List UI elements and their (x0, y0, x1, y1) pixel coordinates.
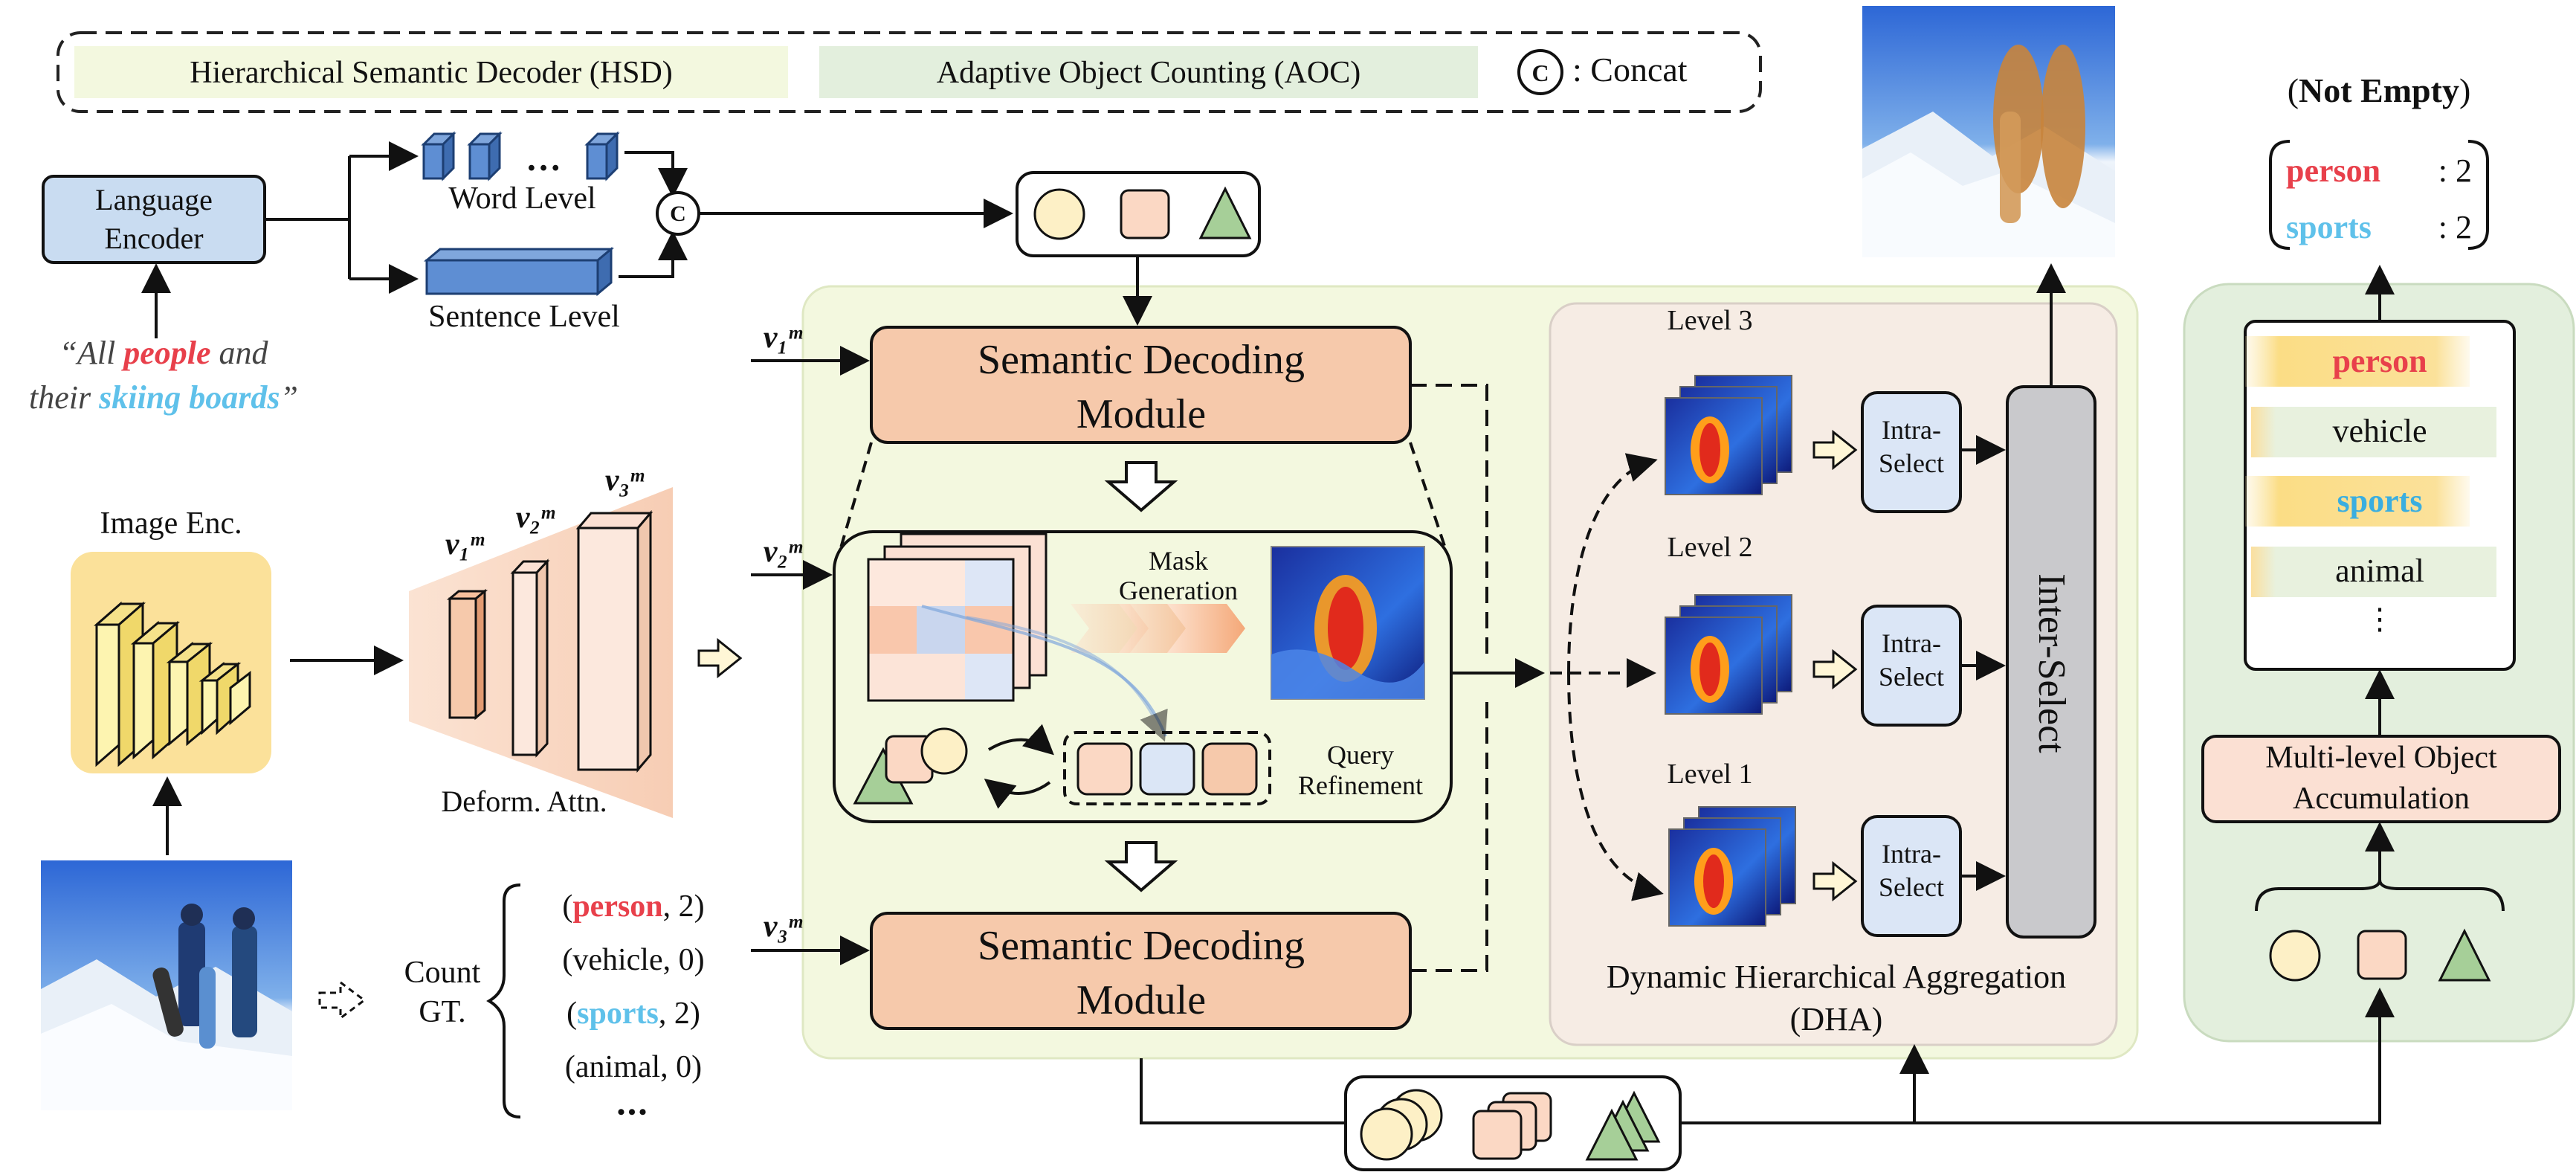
category-item: person (2332, 343, 2427, 379)
sdm-input-v1: v₁ᵐ (763, 321, 803, 355)
count-result-row: person : 2 (2286, 143, 2479, 199)
hollow-down-arrow (1104, 841, 1178, 892)
segmentation-result-photo (1862, 6, 2115, 257)
gt-item-name: vehicle (572, 943, 663, 977)
aoc-category-list: person vehicle sports animal (2245, 336, 2514, 616)
legend-aoc-swatch (819, 46, 1478, 98)
highlight-person (2245, 336, 2470, 387)
circle-query-icon (2269, 930, 2321, 982)
aoc-results: person : 2 sports : 2 (2286, 143, 2479, 256)
category-item: vehicle (2332, 413, 2427, 449)
query-line-1: “All people and (59, 335, 268, 371)
level1-heatmaps (1668, 806, 1796, 927)
input-photo (41, 860, 292, 1110)
legend-concat-label: : Concat (1572, 51, 1688, 88)
mask-generation-chevrons (1071, 604, 1245, 653)
mask-generation-label: Mask Generation (1119, 546, 1238, 605)
not-empty-title: (Not Empty) (2287, 71, 2471, 109)
gt-item-name: sports (577, 997, 659, 1031)
query-refinement-label: Query Refinement (1298, 740, 1423, 801)
count-result-name: person (2286, 152, 2381, 189)
square-query-icon (1120, 189, 1170, 239)
intra-select-level3 (1861, 391, 1962, 513)
sentence-level-label: Sentence Level (428, 300, 620, 334)
sentence-embedding-bar (423, 246, 615, 297)
highlight-sports (2245, 476, 2470, 527)
gt-more: ••• (617, 1100, 650, 1124)
level3-heatmaps (1665, 375, 1792, 495)
gt-item: (animal, 0) (564, 1050, 703, 1084)
category-item: sports (2337, 483, 2423, 519)
triangle-query-icon (2438, 928, 2491, 982)
level3-label: Level 3 (1667, 305, 1753, 336)
mask-heatmap (1271, 546, 1425, 700)
language-encoder-label: Language Encoder (95, 183, 213, 255)
v3-label: v₃ᵐ (604, 463, 645, 498)
word-level-label: Word Level (448, 181, 596, 216)
legend-hsd-label: Hierarchical Semantic Decoder (HSD) (190, 56, 673, 90)
level2-label: Level 2 (1667, 532, 1753, 563)
concat-node-label: C (670, 202, 686, 226)
deform-attn-label: Deform. Attn. (441, 785, 607, 818)
count-result-row: sports : 2 (2286, 199, 2479, 256)
hollow-down-arrow (1104, 461, 1178, 512)
accumulation-label: Multi-level Object Accumulation (2265, 741, 2497, 816)
category-more: ⋮ (2365, 602, 2395, 636)
word-ellipsis: … (526, 139, 561, 178)
legend-hsd-swatch (74, 46, 788, 98)
count-result-value: : 2 (2438, 152, 2472, 189)
sdm-top-label: Semantic Decoding Module (977, 337, 1305, 437)
dashed-hollow-arrow (318, 980, 367, 1020)
query-line-2: their skiing boards” (29, 379, 298, 416)
level2-heatmaps (1665, 594, 1792, 715)
count-gt-label: Count GT. (404, 956, 481, 1029)
sdm-input-v2: v₂ᵐ (763, 535, 803, 569)
gt-item: (person, 2) (562, 889, 705, 924)
dha-title: Dynamic Hierarchical Aggregation (DHA) (1606, 959, 2067, 1038)
image-encoder-label: Image Enc. (100, 506, 242, 541)
level1-label: Level 1 (1667, 759, 1753, 790)
image-encoder-layers (94, 601, 251, 767)
intra-select-label-1: Intra-Select (1879, 839, 1944, 902)
sdm-input-v3: v₃ᵐ (763, 910, 803, 944)
intra-select-label-2: Intra-Select (1879, 628, 1944, 692)
word-token-cubes (421, 131, 620, 181)
gt-list: (person, 2) (vehicle, 0) (sports, 2) (anima… (529, 880, 737, 1131)
legend-concat-icon (1517, 49, 1563, 95)
sdm-bottom-label: Semantic Decoding Module (977, 923, 1305, 1023)
v2-label: v₂ᵐ (515, 500, 555, 535)
category-item: animal (2335, 553, 2424, 589)
count-result-name: sports (2286, 209, 2372, 245)
v1-label: v₁ᵐ (445, 527, 485, 561)
attention-maps (867, 532, 1047, 702)
query-refinement-box (1063, 731, 1271, 805)
triangle-query-icon (1198, 186, 1252, 239)
count-result-value: : 2 (2438, 209, 2472, 245)
inter-select-label: Inter-Select (2030, 573, 2073, 753)
gt-brace (486, 883, 521, 1118)
hollow-right-arrow (697, 637, 743, 679)
intra-select-label-3: Intra-Select (1879, 415, 1944, 478)
gt-item: (sports, 2) (566, 997, 700, 1031)
legend-concat-symbol: C (1531, 59, 1549, 86)
square-query-icon (2357, 930, 2407, 980)
gt-item-name: animal (575, 1050, 661, 1084)
gt-item-name: person (572, 889, 663, 924)
circle-query-icon (1033, 188, 1085, 240)
legend-aoc-label: Adaptive Object Counting (AOC) (936, 56, 1361, 90)
gt-item: (vehicle, 0) (562, 943, 705, 977)
